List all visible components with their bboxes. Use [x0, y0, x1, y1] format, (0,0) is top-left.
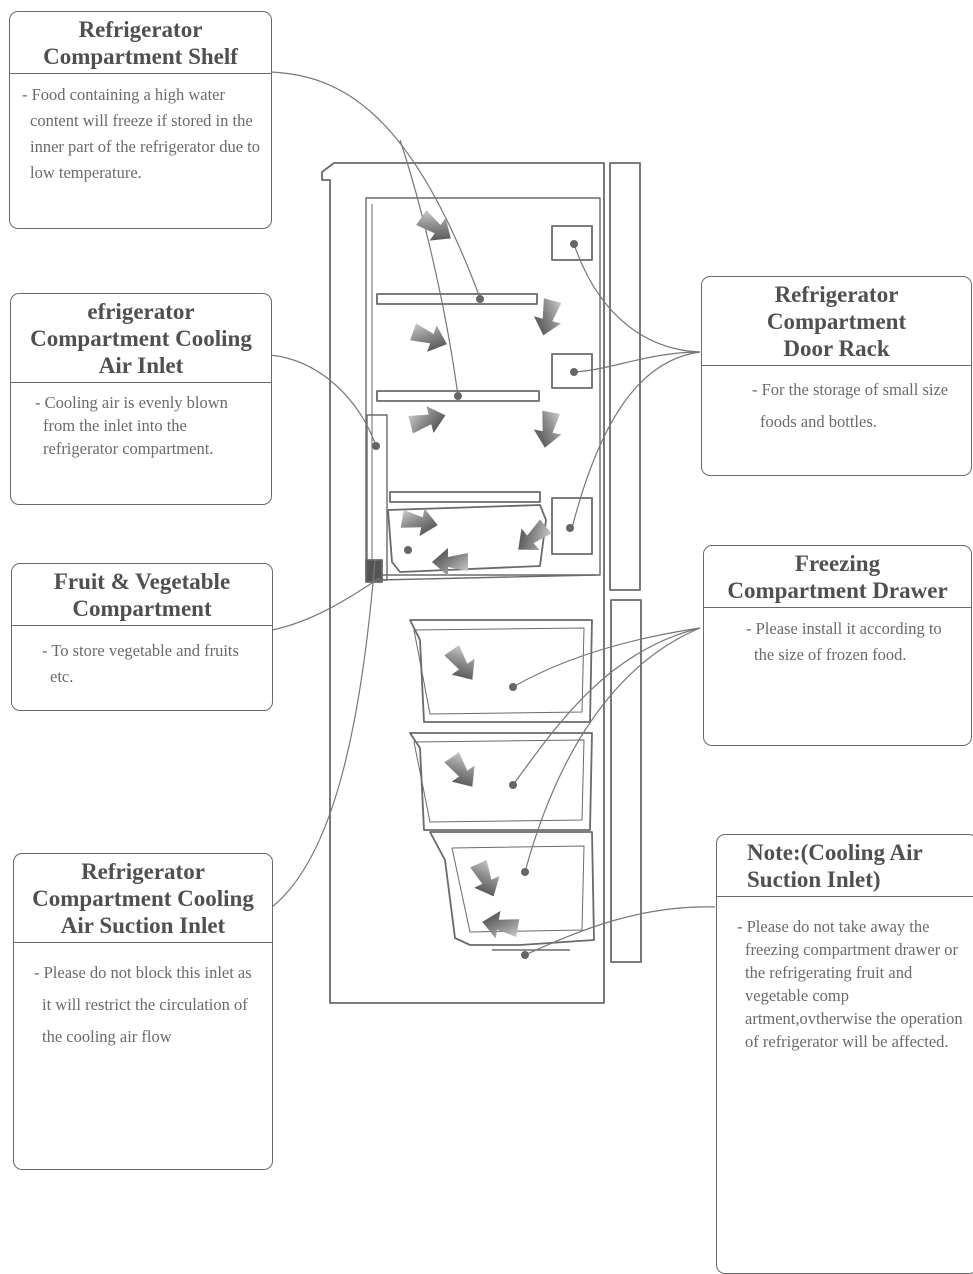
- callout-description: - Please install it according to the siz…: [746, 619, 942, 664]
- title-line: Compartment Cooling: [30, 326, 252, 351]
- callout-note-suction-inlet: Note:(Cooling Air Suction Inlet) - Pleas…: [716, 834, 973, 1274]
- title-line: Compartment: [766, 309, 907, 334]
- title-line: Air Inlet: [98, 353, 184, 378]
- fridge-shelves: [376, 293, 541, 503]
- callout-description: - Please do not take away the freezing c…: [737, 917, 963, 1051]
- title-line: efrigerator: [87, 299, 195, 324]
- title-line: Fruit & Vegetable: [53, 569, 231, 594]
- title-line: Refrigerator: [78, 17, 203, 42]
- fridge-door: [609, 162, 642, 963]
- title-line: Compartment Shelf: [43, 44, 238, 69]
- callout-title: Note:(Cooling Air Suction Inlet): [717, 835, 973, 897]
- callout-title: Refrigerator Compartment Cooling Air Suc…: [14, 854, 272, 943]
- callout-title: Freezing Compartment Drawer: [704, 546, 971, 608]
- callout-title: Refrigerator Compartment Shelf: [10, 12, 271, 74]
- title-line: Refrigerator: [81, 859, 205, 884]
- fridge-body: [321, 162, 605, 1004]
- title-line: Air Suction Inlet: [60, 913, 226, 938]
- title-line: Door Rack: [783, 336, 890, 361]
- callout-description: - To store vegetable and fruits etc.: [42, 641, 239, 686]
- refrigerator-diagram: [269, 71, 716, 1004]
- title-line: Compartment Drawer: [727, 578, 948, 603]
- callout-title: efrigerator Compartment Cooling Air Inle…: [11, 294, 271, 383]
- callout-description: - Cooling air is evenly blown from the i…: [35, 393, 228, 458]
- callout-air-suction-inlet: Refrigerator Compartment Cooling Air Suc…: [13, 853, 273, 1170]
- door-racks: [551, 225, 593, 555]
- callout-title: Refrigerator Compartment Door Rack: [702, 277, 971, 366]
- callout-fruit-vegetable: Fruit & Vegetable Compartment - To store…: [11, 563, 273, 711]
- cooling-air-inlet-column: [366, 414, 388, 581]
- title-line: Freezing: [794, 551, 881, 576]
- leader-lines: [269, 71, 716, 956]
- callout-door-rack: Refrigerator Compartment Door Rack - For…: [701, 276, 972, 476]
- freezer-drawers: [409, 619, 595, 951]
- title-line: Note:(Cooling Air: [747, 840, 923, 865]
- callout-description: - Please do not block this inlet as it w…: [34, 963, 252, 1046]
- callout-cooling-air-inlet: efrigerator Compartment Cooling Air Inle…: [10, 293, 272, 505]
- title-line: Compartment: [72, 596, 212, 621]
- crisper-drawer: [387, 504, 547, 573]
- title-line: Refrigerator: [774, 282, 899, 307]
- callout-description: - For the storage of small size foods an…: [752, 380, 949, 431]
- callout-description: - Food containing a high water content w…: [22, 85, 260, 182]
- callout-freezer-drawer: Freezing Compartment Drawer - Please ins…: [703, 545, 972, 746]
- callout-refrigerator-shelf: Refrigerator Compartment Shelf - Food co…: [9, 11, 272, 229]
- title-line: Suction Inlet): [747, 867, 881, 892]
- leader-dots: [372, 240, 578, 959]
- title-line: Compartment Cooling: [32, 886, 254, 911]
- callout-title: Fruit & Vegetable Compartment: [12, 564, 272, 626]
